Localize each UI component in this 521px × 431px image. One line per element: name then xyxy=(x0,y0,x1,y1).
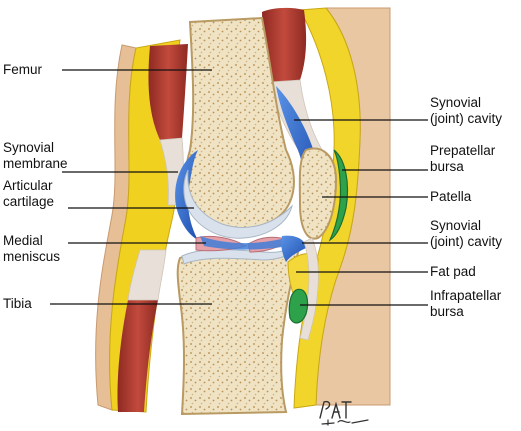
label-prepatellar-bursa: Prepatellar bursa xyxy=(430,143,495,175)
label-fat-pad-text: Fat pad xyxy=(430,264,476,279)
label-synovial-cavity-upper-line2: (joint) cavity xyxy=(430,111,503,126)
label-fat-pad: Fat pad xyxy=(430,264,476,280)
calf-muscle xyxy=(117,300,158,412)
label-synovial-cavity-upper: Synovial (joint) cavity xyxy=(430,95,502,127)
label-infrapatellar-bursa-line2: bursa xyxy=(430,304,464,319)
label-prepatellar-bursa-line1: Prepatellar xyxy=(430,143,496,158)
label-femur-text: Femur xyxy=(3,62,43,77)
label-synovial-cavity-lower-line1: Synovial xyxy=(430,218,482,233)
femur-cartilage xyxy=(183,169,293,239)
artist-signature xyxy=(319,400,369,426)
label-medial-meniscus: Medial meniscus xyxy=(3,233,60,265)
label-medial-meniscus-line1: Medial xyxy=(3,233,43,248)
joint-cavity-middle xyxy=(200,236,300,250)
label-femur: Femur xyxy=(3,62,42,78)
hamstring-muscle xyxy=(148,44,188,140)
prepatellar-bursa-shape xyxy=(328,149,349,242)
label-synovial-membrane: Synovial membrane xyxy=(3,140,68,172)
label-tibia: Tibia xyxy=(3,296,32,312)
label-synovial-cavity-lower: Synovial (joint) cavity xyxy=(430,218,502,250)
label-synovial-membrane-line2: membrane xyxy=(3,156,68,171)
label-tibia-text: Tibia xyxy=(3,296,32,311)
infrapatellar-bursa-shape xyxy=(288,288,309,324)
quadriceps-muscle xyxy=(262,7,307,83)
leader-lines-right xyxy=(294,119,428,306)
label-synovial-cavity-lower-line2: (joint) cavity xyxy=(430,234,503,249)
label-patella-text: Patella xyxy=(430,189,472,204)
label-articular-cartilage: Articular cartilage xyxy=(3,178,54,210)
label-medial-meniscus-line2: meniscus xyxy=(3,249,61,264)
leader-lines-left xyxy=(50,69,212,305)
calf-tendon xyxy=(127,249,167,301)
label-infrapatellar-bursa-line1: Infrapatellar xyxy=(430,288,502,303)
label-articular-cartilage-line1: Articular xyxy=(3,178,53,193)
label-patella: Patella xyxy=(430,189,471,205)
label-synovial-membrane-line1: Synovial xyxy=(3,140,55,155)
patellar-ligament xyxy=(299,237,319,341)
tibia-bone xyxy=(176,243,301,416)
patella-bone xyxy=(298,147,338,240)
label-synovial-cavity-upper-line1: Synovial xyxy=(430,95,482,110)
synovial-cavity-lower-shape xyxy=(281,235,306,262)
label-infrapatellar-bursa: Infrapatellar bursa xyxy=(430,288,501,320)
label-prepatellar-bursa-line2: bursa xyxy=(430,159,464,174)
label-articular-cartilage-line2: cartilage xyxy=(3,194,55,209)
